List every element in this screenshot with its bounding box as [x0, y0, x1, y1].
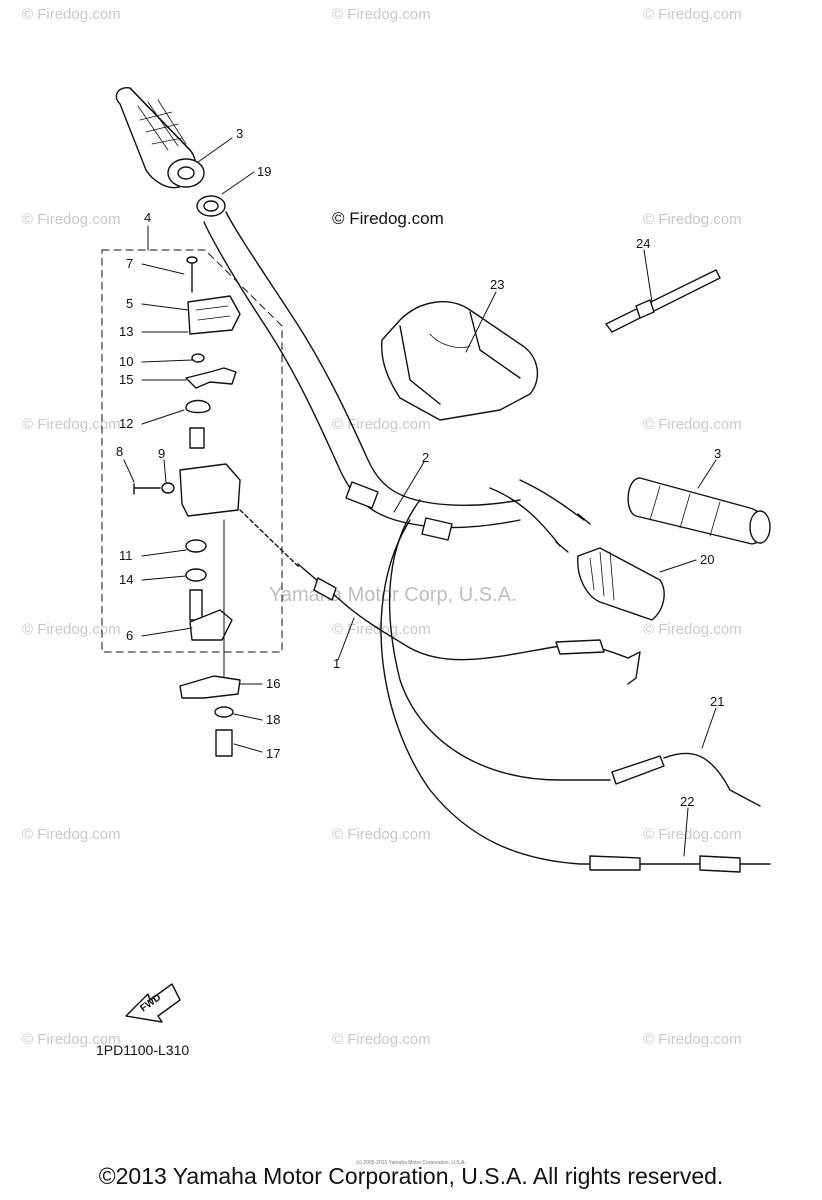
callout-17: 17: [266, 746, 280, 761]
callout-18: 18: [266, 712, 280, 727]
callout-6: 6: [126, 628, 133, 643]
callout-7: 7: [126, 256, 133, 271]
firedog-label: © Firedog.com: [332, 209, 444, 228]
fwd-arrow: [125, 983, 181, 1023]
watermark: © Firedog.com: [22, 621, 121, 638]
copyright-notice: ©2013 Yamaha Motor Corporation, U.S.A. A…: [98, 1163, 724, 1189]
watermark: © Firedog.com: [643, 1031, 742, 1048]
callout-4: 4: [144, 210, 151, 225]
callout-1: 1: [333, 656, 340, 671]
callout-16: 16: [266, 676, 280, 691]
throttle-cable: [239, 509, 641, 685]
collar: [196, 195, 226, 217]
left-grip: [115, 87, 205, 189]
callout-22: 22: [680, 794, 694, 809]
watermark: © Firedog.com: [332, 1031, 431, 1048]
callout-21: 21: [710, 694, 724, 709]
right-grip: [627, 477, 771, 545]
callout-14: 14: [119, 572, 133, 587]
watermark: © Firedog.com: [332, 826, 431, 843]
watermark: © Firedog.com: [643, 621, 742, 638]
watermark: © Firedog.com: [643, 416, 742, 433]
callout-3: 3: [236, 126, 243, 141]
callout-10: 10: [119, 354, 133, 369]
callout-5: 5: [126, 296, 133, 311]
watermark: © Firedog.com: [22, 1031, 121, 1048]
callout-20: 20: [700, 552, 714, 567]
callout-3b: 3: [714, 446, 721, 461]
assembly-box: [101, 249, 283, 653]
watermark: © Firedog.com: [643, 211, 742, 228]
callout-24: 24: [636, 236, 650, 251]
callout-13: 13: [119, 324, 133, 339]
handlebar-cover: [381, 301, 539, 421]
callout-19: 19: [257, 164, 271, 179]
diagram-code: 1PD1100-L310: [96, 1042, 190, 1058]
throttle-parts: [133, 256, 241, 757]
watermark: © Firedog.com: [643, 6, 742, 23]
lever-boot: [577, 547, 665, 621]
watermark: © Firedog.com: [22, 826, 121, 843]
callout-9: 9: [158, 446, 165, 461]
tiny-copyright: (c) 2005-2015 Yamaha Motor Corporation, …: [356, 1160, 466, 1166]
callout-15: 15: [119, 372, 133, 387]
callout-11: 11: [119, 548, 133, 563]
callout-23: 23: [490, 277, 504, 292]
watermark: © Firedog.com: [643, 826, 742, 843]
watermark: © Firedog.com: [332, 416, 431, 433]
callout-12: 12: [119, 416, 133, 431]
clutch-cables: [380, 479, 771, 873]
callout-2: 2: [422, 450, 429, 465]
watermark: © Firedog.com: [332, 6, 431, 23]
watermark: © Firedog.com: [22, 6, 121, 23]
cable-tie: [605, 269, 721, 333]
watermark: © Firedog.com: [22, 211, 121, 228]
callout-8: 8: [116, 444, 123, 459]
watermark: © Firedog.com: [22, 416, 121, 433]
